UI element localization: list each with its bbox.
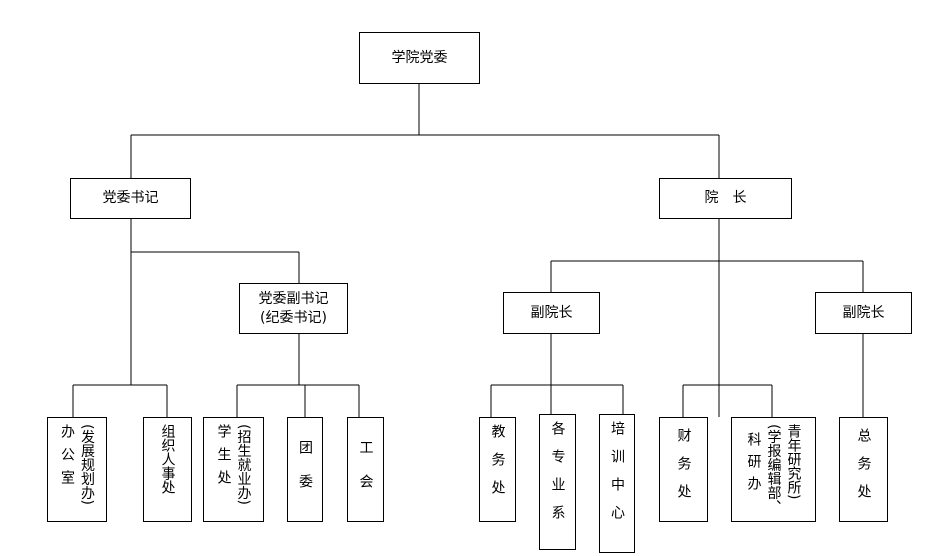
dept-training-center: 培训中心 <box>599 414 635 553</box>
dept-labor-union: 工会 <box>347 417 384 522</box>
node-party-committee-label: 学院党委 <box>391 49 448 66</box>
node-president: 院 长 <box>659 178 792 219</box>
node-deputy-party-secretary-line2: (纪委书记) <box>260 309 327 326</box>
node-president-label: 院 长 <box>704 190 747 206</box>
dept-general-affairs-main: 总务处 <box>855 428 872 512</box>
dept-labor-union-main: 工会 <box>357 440 374 508</box>
dept-training-center-main: 培训中心 <box>609 421 625 533</box>
node-party-secretary: 党委书记 <box>70 178 191 219</box>
dept-academic-affairs-main: 教务处 <box>489 424 506 508</box>
node-party-secretary-label: 党委书记 <box>102 190 159 206</box>
dept-youth-league-main: 团委 <box>297 440 313 508</box>
dept-research-office-main: 科研办 <box>745 432 762 498</box>
dept-student-affairs: (招生就业办) 学生处 <box>203 417 264 522</box>
node-vice-president-1-label: 副院长 <box>530 304 573 321</box>
dept-office: (发展规划办) 办公室 <box>47 417 107 522</box>
dept-finance-main: 财务处 <box>675 428 692 512</box>
dept-finance: 财务处 <box>659 417 708 522</box>
dept-research-office: 青年研究所) (学报编辑部、 科研办 <box>731 417 816 522</box>
dept-organization: 组织人事处 <box>143 417 192 522</box>
dept-student-affairs-sub: (招生就业办) <box>235 424 252 505</box>
node-party-committee: 学院党委 <box>359 32 480 84</box>
dept-academic-affairs: 教务处 <box>479 417 516 522</box>
dept-specialty-departments: 各专业系 <box>539 414 576 550</box>
node-vice-president-2-label: 副院长 <box>842 304 885 321</box>
node-vice-president-1: 副院长 <box>503 292 600 334</box>
node-deputy-party-secretary-line1: 党委副书记 <box>258 290 329 307</box>
dept-general-affairs: 总务处 <box>839 417 888 522</box>
dept-organization-main: 组织人事处 <box>159 424 176 494</box>
node-deputy-party-secretary: 党委副书记 (纪委书记) <box>239 283 348 334</box>
dept-student-affairs-main: 学生处 <box>215 424 232 493</box>
node-vice-president-2: 副院长 <box>815 292 912 334</box>
dept-research-office-sub: (学报编辑部、 <box>765 424 782 514</box>
dept-specialty-departments-main: 各专业系 <box>549 421 566 533</box>
dept-research-office-sub2: 青年研究所) <box>785 424 802 500</box>
dept-youth-league: 团委 <box>287 417 323 522</box>
dept-office-sub: (发展规划办) <box>79 424 95 505</box>
dept-office-main: 办公室 <box>59 424 75 493</box>
